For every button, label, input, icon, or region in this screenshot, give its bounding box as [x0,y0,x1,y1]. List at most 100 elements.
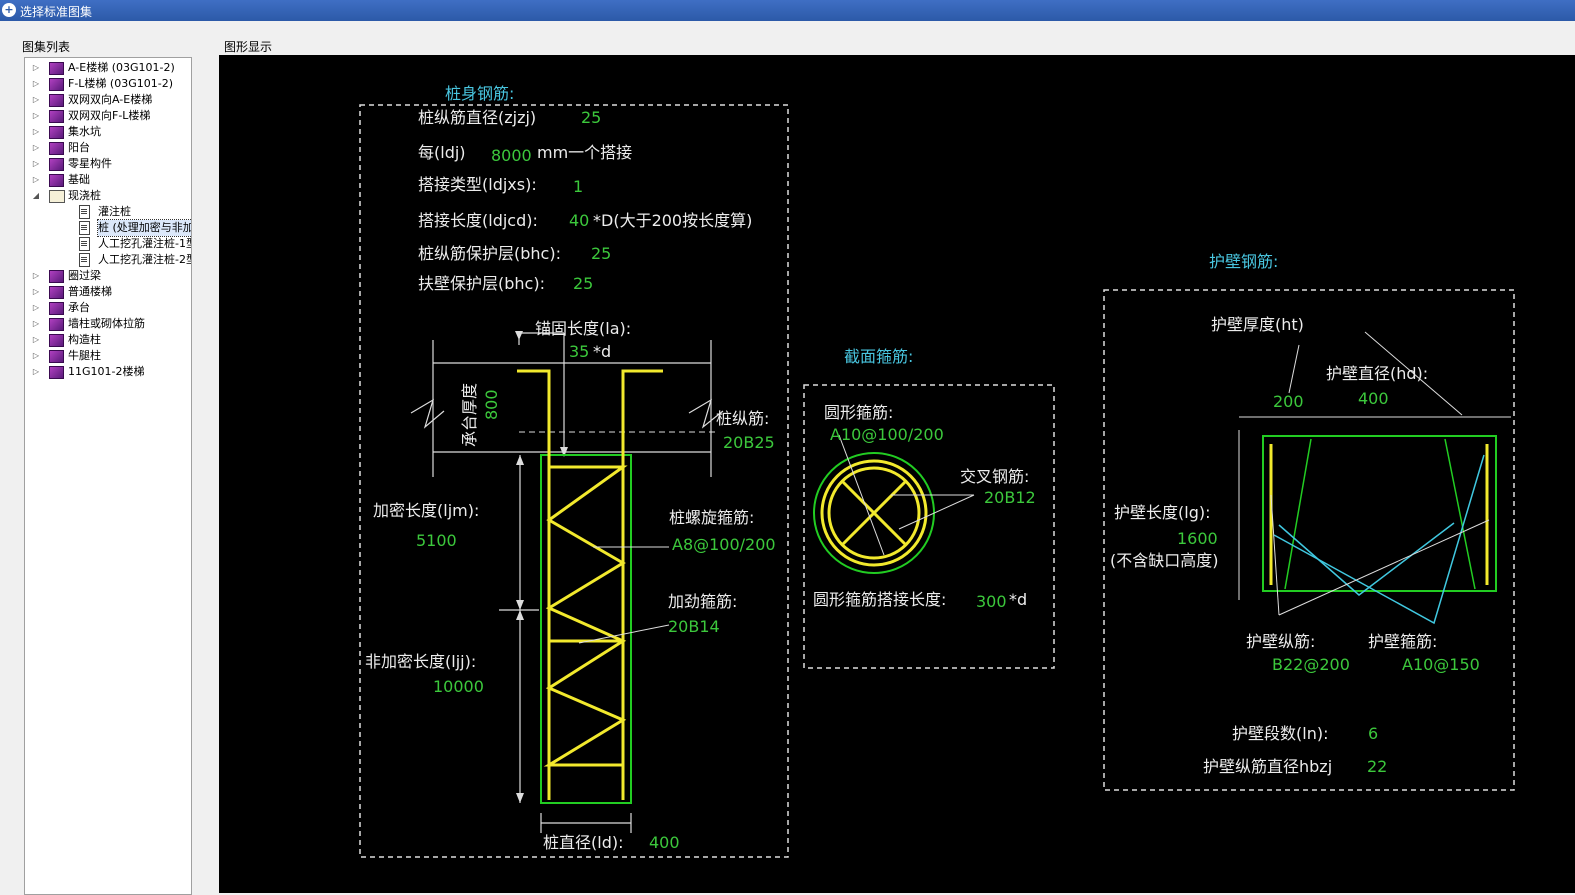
wall-long-label: 护壁纵筋: [1246,632,1315,651]
collapse-icon[interactable]: ◢ [32,191,40,200]
spiral-label: 桩螺旋箍筋: [669,508,754,527]
tree-item-label: 零星构件 [68,157,112,170]
display-group-label: 图形显示 [224,40,273,54]
book-icon [49,110,64,123]
tree-item-label: 承台 [68,301,90,314]
tree-item-label: 双网双向A-E楼梯 [68,93,153,106]
stiff-value: 20B14 [668,617,720,636]
ldj-label: 每(ldj) [418,143,466,162]
book-icon [49,350,64,363]
expand-icon[interactable]: ▷ [32,351,40,360]
stiff-label: 加劲箍筋: [668,592,737,611]
expand-icon[interactable]: ▷ [32,95,40,104]
ljm-label: 加密长度(ljm): [373,501,479,520]
tree-group-label: 图集列表 [22,40,71,54]
cross-bar-b [840,479,908,547]
ld-label: 桩直径(ld): [543,833,623,852]
lg-note: (不含缺口高度) [1110,551,1219,570]
document-icon [79,237,90,251]
tree-item-label: 集水坑 [68,125,101,138]
expand-icon[interactable]: ▷ [32,143,40,152]
rebar-right-hook [621,369,663,465]
tree-item-label: A-E楼梯 (03G101-2) [68,61,175,74]
tree-item-label: 阳台 [68,141,90,154]
tree-item-label: 双网双向F-L楼梯 [68,109,151,122]
circle-label: 圆形箍筋: [824,403,893,422]
anchor-value: 35 [569,342,589,361]
expand-icon[interactable]: ▷ [32,319,40,328]
hd-label: 护壁直径(hd): [1326,364,1428,383]
bhc-value: 25 [591,244,611,263]
anchor-arrowhead-small [515,331,523,340]
circular-hoop-inner [827,466,921,560]
window-title: 选择标准图集 [20,5,93,19]
pile-title: 桩身钢筋: [445,84,514,103]
book-icon [49,62,64,75]
section-stirrup-group: 截面箍筋: 圆形箍筋: A10@100/200 交叉钢筋: 20B12 圆形箍筋… [803,347,1055,669]
ldj-suffix: mm一个搭接 [537,143,632,162]
lap-value: 300 [976,592,1007,611]
title-bar: + 选择标准图集 [0,0,1575,21]
expand-icon[interactable]: ▷ [32,127,40,136]
document-icon [79,205,90,219]
ldj-value: 8000 [491,146,532,165]
cross-label: 交叉钢筋: [960,467,1029,486]
book-icon [49,78,64,91]
book-icon [49,94,64,107]
tree-item-label: 构造柱 [68,333,101,346]
hd-value: 400 [1358,389,1389,408]
book-icon [49,158,64,171]
tree-item-label: 11G101-2楼梯 [68,365,145,378]
dim-arrow-top [516,455,524,465]
section-frame [803,384,1055,669]
stiffener-leader [578,624,670,644]
wall-stirrup-b [1278,522,1455,596]
expand-icon[interactable]: ▷ [32,271,40,280]
cross-value: 20B12 [984,488,1036,507]
wall-taper-left [1284,438,1312,590]
expand-icon[interactable]: ▷ [32,175,40,184]
expand-icon[interactable]: ▷ [32,79,40,88]
tree-item-label: 墙柱或砌体拉筋 [68,317,145,330]
tree-item-label: 普通楼梯 [68,285,112,298]
tree-item-label: 灌注桩 [98,205,131,218]
expand-icon[interactable]: ▷ [32,335,40,344]
dim-arrow-mid-a [516,600,524,610]
fbbhc-label: 扶壁保护层(bhc): [418,274,545,293]
wall-frame [1103,289,1515,791]
expand-icon[interactable]: ▷ [32,111,40,120]
tree-item-label: 牛腿柱 [68,349,101,362]
cross-leader-b [898,494,975,530]
dim-arrow-mid-b [516,610,524,620]
zjzj-label: 桩纵筋直径(zjzj) [418,108,536,127]
ldjcd-value: 40 [569,211,589,230]
fbbhc-value: 25 [573,274,593,293]
hoop-leader [838,434,885,556]
circle-value: A10@100/200 [830,425,944,444]
expand-icon[interactable]: ▷ [32,159,40,168]
drawing-canvas: 桩身钢筋: 桩纵筋直径(zjzj) 25 每(ldj) 8000 mm一个搭接 … [219,55,1575,893]
expand-icon[interactable]: ▷ [32,63,40,72]
long-bar-label: 桩纵筋: [716,409,769,428]
expand-icon[interactable]: ▷ [32,287,40,296]
cap-break-left [410,398,445,429]
book-icon [49,270,64,283]
pile-rebar-group: 桩身钢筋: 桩纵筋直径(zjzj) 25 每(ldj) 8000 mm一个搭接 … [359,84,789,858]
document-icon [79,253,90,267]
drawing-svg: 桩身钢筋: 桩纵筋直径(zjzj) 25 每(ldj) 8000 mm一个搭接 … [359,84,1515,858]
tree-item-label: F-L楼梯 (03G101-2) [68,77,173,90]
expand-icon[interactable]: ▷ [32,367,40,376]
atlas-tree[interactable]: ▷ A-E楼梯 (03G101-2) ▷ F-L楼梯 (03G101-2) ▷ 双网双向A… [24,57,192,895]
cap-break-right [688,398,724,429]
ljm-value: 5100 [416,531,457,550]
expand-icon[interactable]: ▷ [32,303,40,312]
spiral-stirrup [543,465,628,767]
lg-label: 护壁长度(lg): [1114,503,1210,522]
wall-long-leader-b [1270,494,1280,616]
wall-long-value: B22@200 [1272,655,1350,674]
ljj-value: 10000 [433,677,484,696]
hbzj-label: 护壁纵筋直径hbzj [1203,757,1332,776]
hd-leader [1364,331,1463,416]
tree-item-label: 圈过梁 [68,269,101,282]
pile-outline [540,454,632,804]
